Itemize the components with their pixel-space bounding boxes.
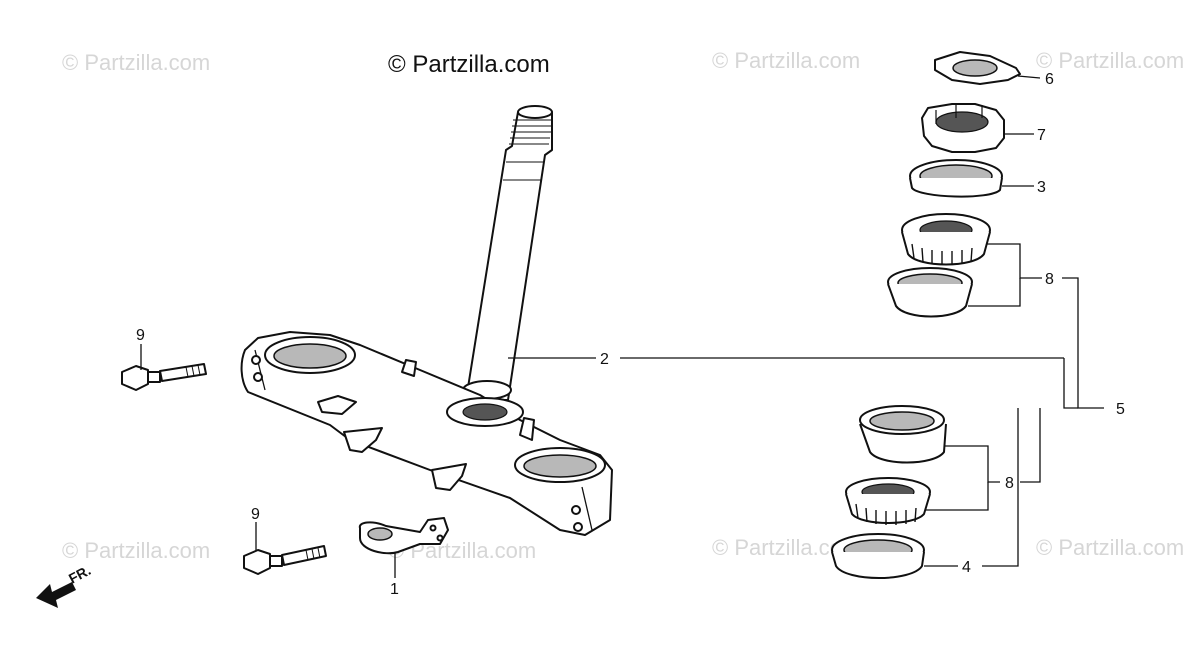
callout-6: 6 xyxy=(1045,71,1054,88)
arrow-icon xyxy=(36,582,76,608)
watermark-top-right: © Partzilla.com xyxy=(1036,48,1184,73)
bolt-lower[interactable] xyxy=(243,545,327,575)
callout-2: 2 xyxy=(600,351,609,368)
cone-race-upper-part-8[interactable] xyxy=(887,267,973,318)
front-direction-arrow: FR. xyxy=(36,562,93,608)
cone-race-lower-part-8[interactable] xyxy=(859,405,947,464)
leader-lines xyxy=(140,75,1104,578)
race-part-3[interactable] xyxy=(909,159,1003,198)
callout-4: 4 xyxy=(962,559,971,576)
bearing-lower-part-8[interactable] xyxy=(845,477,931,525)
callout-8-upper: 8 xyxy=(1045,271,1054,288)
credit-text: © Partzilla.com xyxy=(388,51,550,78)
front-label: FR. xyxy=(66,562,93,587)
watermark-bottom-right: © Partzilla.com xyxy=(1036,535,1184,560)
dust-seal-part-4[interactable] xyxy=(831,533,925,579)
callout-9-upper: 9 xyxy=(136,327,145,344)
bearing-upper-part-8[interactable] xyxy=(901,213,991,266)
bolt-upper[interactable] xyxy=(121,363,207,391)
callout-1: 1 xyxy=(390,581,399,598)
watermark-top-left: © Partzilla.com xyxy=(62,50,210,75)
callout-7: 7 xyxy=(1037,127,1046,144)
callout-8-lower: 8 xyxy=(1005,475,1014,492)
steering-nut-part-7[interactable] xyxy=(921,103,1005,153)
callout-9-lower: 9 xyxy=(251,506,260,523)
watermark-top-center: © Partzilla.com xyxy=(712,48,860,73)
watermark-bottom-left: © Partzilla.com xyxy=(62,538,210,563)
callout-5: 5 xyxy=(1116,401,1125,418)
callout-3: 3 xyxy=(1037,179,1046,196)
bracket-part-1[interactable] xyxy=(358,517,449,555)
steering-stem[interactable] xyxy=(462,105,553,401)
lower-triple-clamp[interactable] xyxy=(240,331,613,536)
callout-numbers: 6 7 3 8 2 5 8 4 9 9 1 xyxy=(136,71,1125,598)
lock-washer-part-6[interactable] xyxy=(934,51,1021,85)
